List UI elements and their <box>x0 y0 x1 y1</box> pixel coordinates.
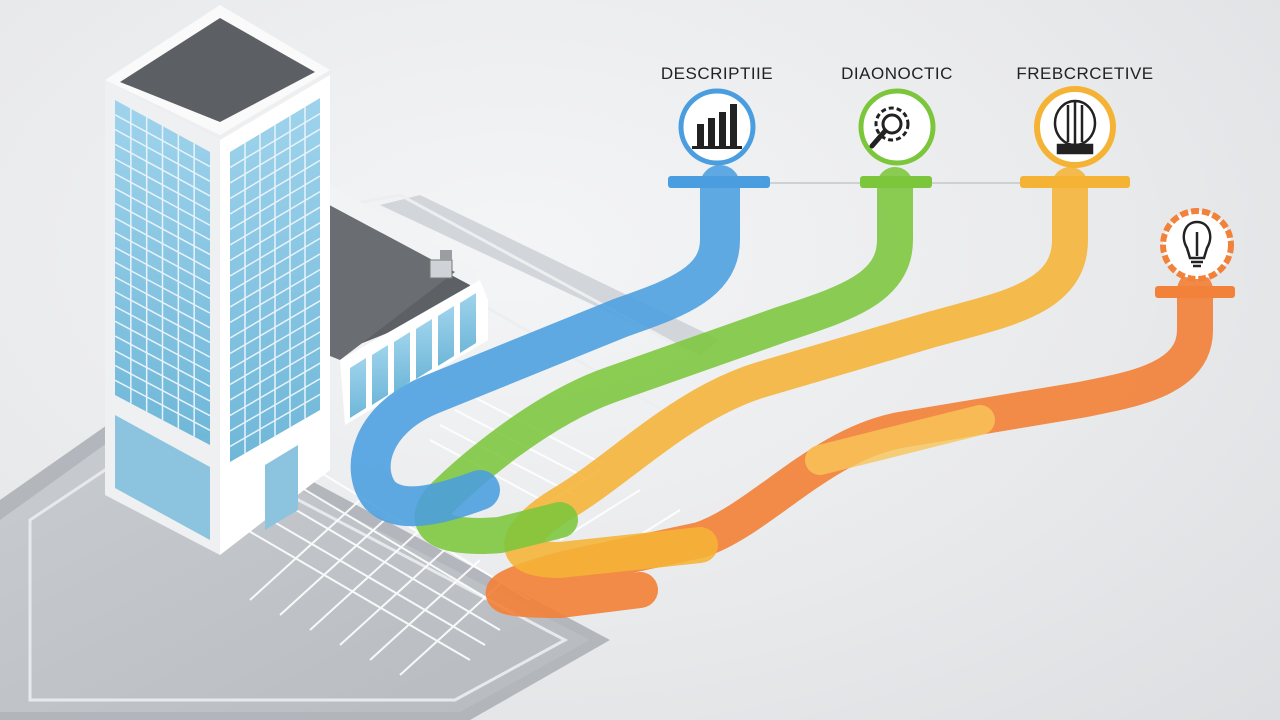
yellow-stub <box>805 405 995 475</box>
blue-ribbon <box>350 165 740 527</box>
stage-descriptive <box>678 88 756 166</box>
lightbulb-gear-icon <box>1182 220 1212 268</box>
stage-predictive <box>1160 208 1234 282</box>
bar-chart-icon <box>692 104 742 149</box>
low-building <box>300 185 488 425</box>
magnifier-gear-icon <box>869 106 910 149</box>
pipe-collars <box>668 176 1235 298</box>
stage-diagnostic <box>858 88 936 166</box>
stage-prescriptive <box>1034 86 1116 168</box>
orange-ribbon <box>485 272 1213 618</box>
stage-label-diagnostic: DIAONOCTIC <box>841 64 953 83</box>
stage-label-prescriptive: FREBCRCETIVE <box>1016 64 1154 83</box>
green-ribbon <box>414 167 913 554</box>
stage-label-descriptive: DESCRIPTIIE <box>660 64 774 83</box>
office-tower <box>105 5 330 555</box>
flow-ribbons <box>350 165 1213 618</box>
brain-circuit-icon <box>1053 99 1097 155</box>
